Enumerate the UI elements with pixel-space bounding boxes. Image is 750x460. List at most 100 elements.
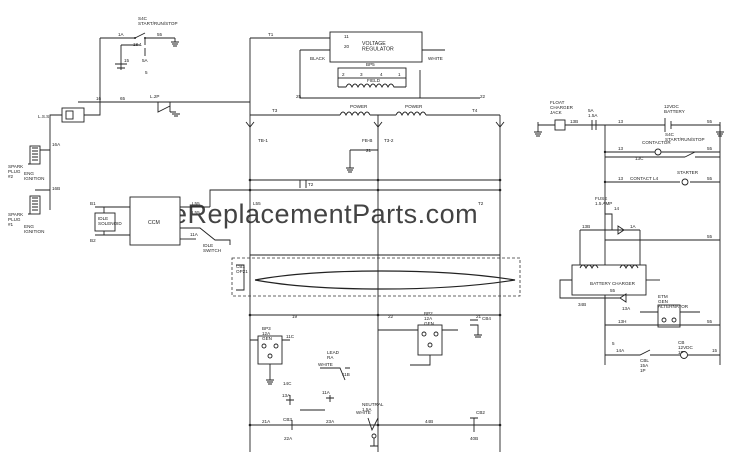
wire-t4-label: T4 xyxy=(472,108,478,113)
wire-l55-label: L55 xyxy=(192,201,200,206)
low-speed-switch-group: 16 65 L.S.S. L.2P xyxy=(38,94,250,150)
wire-11c-label: 11C xyxy=(286,334,295,339)
vr-wire-20-label: 20 xyxy=(344,44,350,49)
wire-13bb-label: 13B xyxy=(582,224,590,229)
lss-label: L.S.S. xyxy=(38,114,51,119)
cb3-label: CB3 xyxy=(283,417,292,422)
wire-16a-label: 16A xyxy=(52,142,61,147)
wire-13d-label: 13 xyxy=(618,146,624,151)
l2p-label: L.2P xyxy=(150,94,159,99)
cb4-label: CB4 xyxy=(482,316,491,321)
wire-14c-label: 14C xyxy=(283,381,292,386)
wire-b1-label: B1 xyxy=(90,201,96,206)
power-windings-group: POWER POWER T3 T4 TB-1 T3-2 FB-B 21 T2 L… xyxy=(250,104,500,206)
wire-21a-label: 21A xyxy=(262,419,271,424)
wire-1a-label-right: 1A xyxy=(630,224,637,229)
wire-13dd-label: 13A xyxy=(622,306,631,311)
wire-5-label: 5 xyxy=(145,70,148,75)
wire-15-label: 15 xyxy=(124,58,130,63)
wire-t2-label: T2 xyxy=(308,182,314,187)
wire-5b-label: 5 xyxy=(612,341,615,346)
vr-terminal-3: 3 xyxy=(360,72,363,77)
wire-l55c-label: L55 xyxy=(253,201,261,206)
wire-b2-label: B2 xyxy=(90,238,96,243)
wire-55-label: 55 xyxy=(157,32,163,37)
power-left-label: POWER xyxy=(350,104,368,109)
tb-label: T3-2 xyxy=(384,138,394,143)
wire-l55b-label: L55 xyxy=(192,210,200,215)
wire-55e-label: 55 xyxy=(707,319,713,324)
wire-13e-label: 13 xyxy=(618,176,624,181)
wire-40b-label: 40B xyxy=(470,436,478,441)
wire-11aa-label: 11A xyxy=(322,390,331,395)
white-wire-a-label: WHITE xyxy=(318,362,333,367)
battery-charger-label: BATTERY CHARGER xyxy=(590,281,636,286)
starter-label: STARTER xyxy=(677,170,699,175)
wire-14-label: 14 xyxy=(614,206,620,211)
white-wire-label-vr: WHITE xyxy=(428,56,443,61)
ccm-label: CCM xyxy=(148,220,160,226)
white-wire-b-label: WHITE xyxy=(356,410,371,415)
wire-55b-label: 55 xyxy=(707,146,713,151)
wire-t1-label: T1 xyxy=(268,32,274,37)
field-label: FIELD xyxy=(367,78,381,83)
wire-21b-label: 21 xyxy=(476,314,482,319)
contactor-label: CONTACTOR xyxy=(642,140,671,145)
vr-wire-11-label: 11 xyxy=(344,34,349,39)
wire-25-label: 25 xyxy=(296,94,302,99)
wire-16b-label: 16B xyxy=(52,186,60,191)
wire-5c-label: 55 xyxy=(610,288,616,293)
fb-b-label: FB-B xyxy=(362,138,372,143)
t3-2-label: TB-1 xyxy=(258,138,268,143)
wire-11b-label: 11B xyxy=(342,372,350,377)
wire-15-label-right: 15 xyxy=(712,348,718,353)
wire-13h-label: 13H xyxy=(618,319,626,324)
wire-11a-label: 11A xyxy=(190,232,199,237)
wire-21-label: 21 xyxy=(366,148,372,153)
watermark: eReplacementParts.com xyxy=(172,199,478,229)
bp5-label: BP5 xyxy=(366,62,375,67)
cb2-label: CB2 xyxy=(476,410,485,415)
wire-13b-label: 13B xyxy=(570,119,578,124)
wire-22-label: 22 xyxy=(480,94,486,99)
power-right-label: POWER xyxy=(405,104,423,109)
wire-65-label: 65 xyxy=(120,96,126,101)
wire-19-label: 19 xyxy=(292,314,298,319)
vr-terminal-2: 2 xyxy=(342,72,345,77)
wire-22b-label: 22 xyxy=(388,314,394,319)
wire-55a-label: 55 xyxy=(707,119,713,124)
wire-44b-label: 44B xyxy=(425,419,433,424)
wire-5a-label: 5A xyxy=(142,58,149,63)
wire-16-label: 16 xyxy=(96,96,102,101)
wire-55d-label: 55 xyxy=(707,234,713,239)
vr-terminal-4: 4 xyxy=(380,72,383,77)
wire-55c-label: 55 xyxy=(707,176,713,181)
